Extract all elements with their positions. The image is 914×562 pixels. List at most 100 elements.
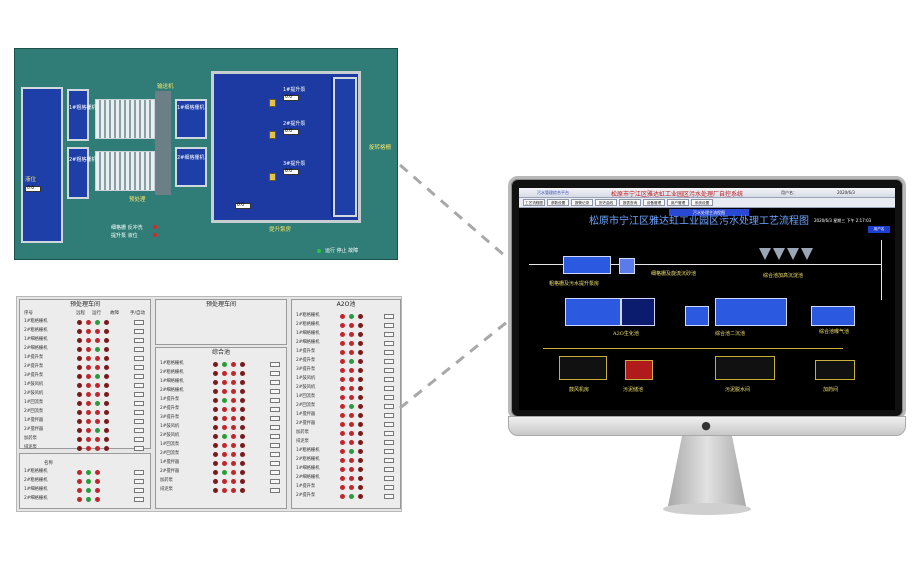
status-indicator (86, 410, 92, 415)
mode-toggle-button[interactable] (134, 374, 144, 379)
mode-toggle-button[interactable] (384, 377, 394, 382)
mode-toggle-button[interactable] (134, 401, 144, 406)
user-button[interactable]: 用户名 (868, 226, 890, 233)
mode-toggle-button[interactable] (134, 470, 144, 475)
pump-1-icon[interactable] (269, 99, 276, 107)
table-row: 2#鼓风机 (20, 390, 150, 398)
mode-toggle-button[interactable] (384, 332, 394, 337)
pump-3-icon[interactable] (269, 173, 276, 181)
status-indicator (77, 356, 83, 361)
status-indicator (104, 383, 110, 388)
mode-toggle-button[interactable] (134, 320, 144, 325)
status-indicator (348, 440, 354, 445)
mode-toggle-button[interactable] (134, 347, 144, 352)
menu-item-6[interactable]: 设备管理 (643, 199, 665, 206)
mode-toggle-button[interactable] (384, 350, 394, 355)
note-2: 提升泵 液位 (111, 233, 138, 239)
mode-toggle-button[interactable] (270, 371, 280, 376)
mode-toggle-button[interactable] (134, 383, 144, 388)
mode-toggle-button[interactable] (384, 494, 394, 499)
status-indicator (240, 479, 246, 484)
status-indicator (339, 314, 345, 319)
status-indicator (339, 350, 345, 355)
comp-two-tank-2 (715, 298, 787, 326)
mode-toggle-button[interactable] (270, 407, 280, 412)
mode-toggle-button[interactable] (134, 329, 144, 334)
mode-toggle-button[interactable] (384, 359, 394, 364)
menu-item-8[interactable]: 系统设置 (691, 199, 713, 206)
mode-toggle-button[interactable] (384, 449, 394, 454)
tab-main-flow[interactable]: 污水处理主流程图 (669, 209, 749, 216)
status-indicator (77, 437, 83, 442)
mode-toggle-button[interactable] (384, 476, 394, 481)
menu-item-3[interactable]: 报警记录 (571, 199, 593, 206)
mode-toggle-button[interactable] (270, 362, 280, 367)
mode-toggle-button[interactable] (384, 395, 394, 400)
mode-toggle-button[interactable] (270, 461, 280, 466)
menu-item-2[interactable]: 参数设置 (547, 199, 569, 206)
blower-house (559, 356, 607, 380)
status-indicator (348, 368, 354, 373)
mode-toggle-button[interactable] (134, 488, 144, 493)
mode-toggle-button[interactable] (384, 341, 394, 346)
status-indicator (348, 476, 354, 481)
mode-toggle-button[interactable] (270, 398, 280, 403)
mode-toggle-button[interactable] (270, 488, 280, 493)
mode-toggle-button[interactable] (384, 431, 394, 436)
mode-toggle-button[interactable] (384, 314, 394, 319)
status-indicator (240, 461, 246, 466)
pump-1-label: 1#提升泵 (283, 87, 306, 93)
mode-toggle-button[interactable] (270, 434, 280, 439)
mode-toggle-button[interactable] (384, 467, 394, 472)
mode-toggle-button[interactable] (134, 356, 144, 361)
coarse-screen-2 (95, 151, 155, 191)
mode-toggle-button[interactable] (134, 437, 144, 442)
menu-item-7[interactable]: 用户管理 (667, 199, 689, 206)
menu-item-1[interactable]: 工艺流程图 (523, 199, 545, 206)
pump-2-icon[interactable] (269, 131, 276, 139)
row-name: 排泥泵 (24, 445, 37, 450)
channel-tank-1 (67, 89, 89, 141)
status-indicator (357, 359, 363, 364)
menu-item-4[interactable]: 历史曲线 (595, 199, 617, 206)
mode-toggle-button[interactable] (270, 416, 280, 421)
mode-toggle-button[interactable] (134, 338, 144, 343)
mode-toggle-button[interactable] (384, 404, 394, 409)
mode-toggle-button[interactable] (384, 386, 394, 391)
mode-toggle-button[interactable] (134, 365, 144, 370)
conveyor (155, 91, 171, 195)
mode-toggle-button[interactable] (384, 458, 394, 463)
mode-toggle-button[interactable] (384, 323, 394, 328)
mode-toggle-button[interactable] (270, 452, 280, 457)
mode-toggle-button[interactable] (134, 392, 144, 397)
mode-toggle-button[interactable] (384, 422, 394, 427)
status-indicator (213, 398, 219, 403)
comp-two-tank (685, 306, 709, 326)
mode-toggle-button[interactable] (134, 446, 144, 451)
mode-toggle-button[interactable] (270, 479, 280, 484)
mode-toggle-button[interactable] (270, 380, 280, 385)
row-name: 1#提升泵 (24, 355, 44, 360)
status-indicator (213, 425, 219, 430)
status-indicator (86, 437, 92, 442)
table-row: 1#细格栅机 (20, 486, 150, 494)
sed-cone-1 (759, 248, 771, 260)
user-label: 用户名： (781, 190, 797, 195)
mode-toggle-button[interactable] (270, 470, 280, 475)
status-indicator (104, 374, 110, 379)
mode-toggle-button[interactable] (384, 485, 394, 490)
mode-toggle-button[interactable] (134, 479, 144, 484)
mode-toggle-button[interactable] (134, 419, 144, 424)
mode-toggle-button[interactable] (384, 440, 394, 445)
mode-toggle-button[interactable] (270, 443, 280, 448)
menu-item-5[interactable]: 报表查询 (619, 199, 641, 206)
mode-toggle-button[interactable] (134, 428, 144, 433)
section-pre-title: 预处理车间 (69, 301, 100, 308)
status-indicator (86, 356, 92, 361)
mode-toggle-button[interactable] (270, 389, 280, 394)
mode-toggle-button[interactable] (270, 425, 280, 430)
mode-toggle-button[interactable] (384, 368, 394, 373)
mode-toggle-button[interactable] (384, 413, 394, 418)
mode-toggle-button[interactable] (134, 410, 144, 415)
mode-toggle-button[interactable] (134, 497, 144, 502)
